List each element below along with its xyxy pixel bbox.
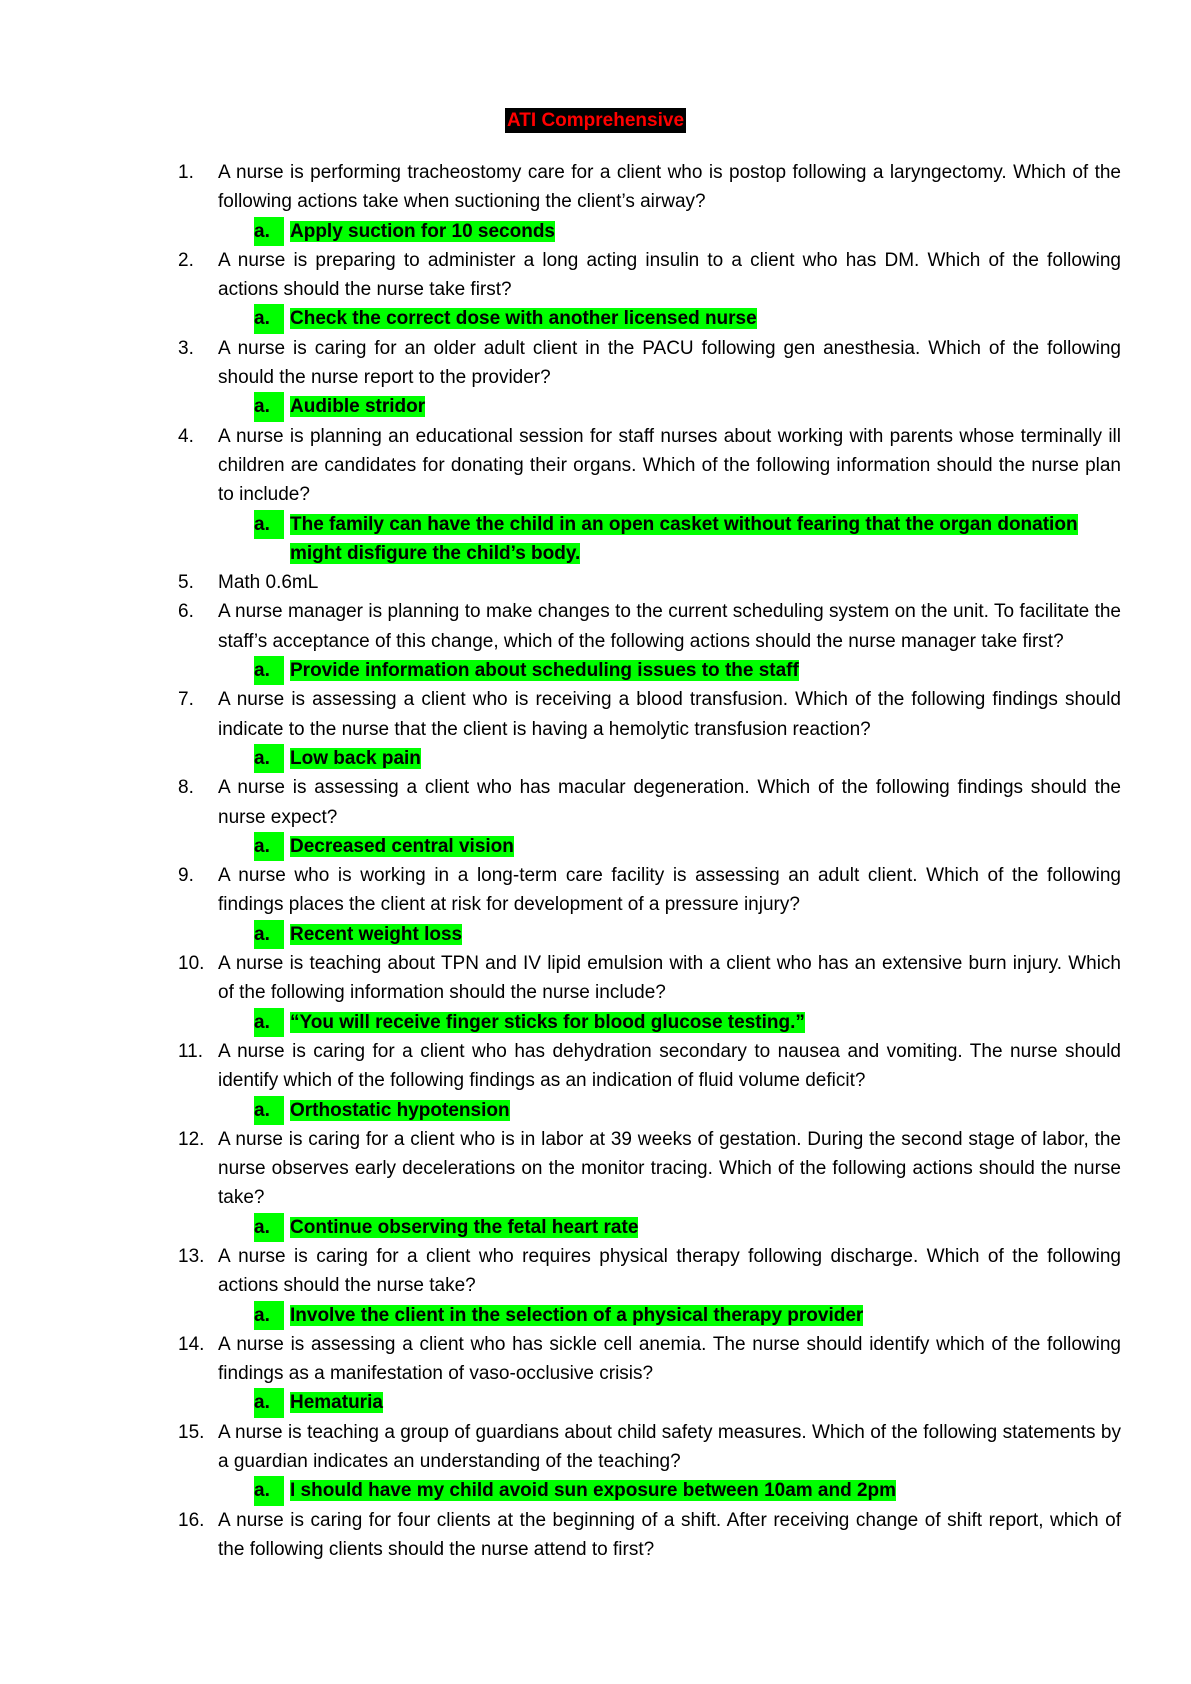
answer-item: a. I should have my child avoid sun expos… [0, 1476, 1191, 1506]
question-text: A nurse is teaching a group of guardians… [218, 1421, 1121, 1473]
answer-letter: a. [254, 656, 284, 686]
answer-letter: a. [254, 509, 284, 539]
answer-text: Decreased central vision [290, 835, 514, 857]
question-text: A nurse is assessing a client who has si… [218, 1333, 1121, 1385]
question-item: 10. A nurse is teaching about TPN and IV … [0, 949, 1191, 1008]
question-text: A nurse is caring for a client who is in… [218, 1128, 1121, 1209]
answer-letter: a. [254, 743, 284, 774]
question-item: 5. Math 0.6mL [0, 568, 1191, 597]
question-text: A nurse is caring for four clients at th… [218, 1509, 1121, 1560]
answer-item: a. Involve the client in the selection of… [0, 1300, 1191, 1330]
question-item: 8. A nurse is assessing a client who has … [0, 773, 1191, 832]
question-item: 4. A nurse is planning an educational ses… [0, 422, 1191, 510]
question-text: Math 0.6mL [218, 572, 319, 594]
answer-letter: a. [254, 1095, 284, 1125]
answer-item: a. Continue observing the fetal heart rat… [0, 1212, 1191, 1242]
answer-item: a. “You will receive finger sticks for bl… [0, 1007, 1191, 1037]
answer-letter: a. [254, 1388, 284, 1418]
question-number: 12. [178, 1128, 205, 1150]
question-number: 10. [178, 953, 205, 975]
answer-text: The family can have the child in an open… [290, 513, 1078, 564]
question-item: 16. A nurse is caring for four clients at… [0, 1506, 1191, 1565]
question-item: 15. A nurse is teaching a group of guardi… [0, 1418, 1191, 1477]
question-number: 7. [178, 689, 194, 711]
question-item: 14. A nurse is assessing a client who has… [0, 1330, 1191, 1389]
question-number: 1. [178, 162, 194, 183]
question-text: A nurse is caring for an older adult cli… [218, 337, 1121, 389]
answer-text: Low back pain [290, 747, 421, 769]
question-list: 1. A nurse is performing tracheostomy car… [0, 158, 1191, 1564]
question-item: 2. A nurse is preparing to administer a l… [0, 246, 1191, 305]
answer-letter: a. [254, 831, 284, 862]
question-item: 6. A nurse manager is planning to make ch… [0, 597, 1191, 656]
title-wrap: ATI Comprehensive [0, 108, 1191, 133]
question-number: 4. [178, 425, 194, 447]
question-number: 5. [178, 572, 194, 594]
answer-text: Provide information about scheduling iss… [290, 660, 799, 682]
question-text: A nurse is planning an educational sessi… [218, 425, 1121, 506]
question-text: A nurse is performing tracheostomy care … [218, 162, 1121, 213]
answer-item: a. Check the correct dose with another li… [0, 304, 1191, 334]
question-number: 15. [178, 1421, 205, 1443]
answer-text: Apply suction for 10 seconds [290, 220, 555, 242]
answer-item: a. Recent weight loss [0, 919, 1191, 950]
question-item: 3. A nurse is caring for an older adult c… [0, 334, 1191, 393]
question-item: 12. A nurse is caring for a client who is… [0, 1125, 1191, 1213]
document-title: ATI Comprehensive [504, 108, 687, 133]
question-number: 11. [178, 1040, 204, 1062]
answer-letter: a. [254, 304, 284, 334]
question-text: A nurse is caring for a client who requi… [218, 1245, 1121, 1297]
question-item: 11. A nurse is caring for a client who ha… [0, 1037, 1191, 1096]
question-text: A nurse is caring for a client who has d… [218, 1040, 1121, 1092]
answer-text: Orthostatic hypotension [290, 1099, 510, 1121]
question-item: 9. A nurse who is working in a long-term … [0, 861, 1191, 920]
question-text: A nurse is assessing a client who has ma… [218, 777, 1121, 828]
question-number: 14. [178, 1333, 205, 1355]
question-text: A nurse is preparing to administer a lon… [218, 249, 1121, 301]
answer-text: Check the correct dose with another lice… [290, 308, 757, 330]
question-number: 9. [178, 865, 194, 887]
answer-item: a. Decreased central vision [0, 831, 1191, 862]
answer-item: a. Audible stridor [0, 392, 1191, 422]
answer-item: a. Provide information about scheduling i… [0, 656, 1191, 686]
answer-text: Involve the client in the selection of a… [290, 1304, 864, 1326]
answer-text: I should have my child avoid sun exposur… [290, 1480, 897, 1502]
answer-letter: a. [254, 392, 284, 422]
answer-item: a. Apply suction for 10 seconds [0, 216, 1191, 246]
question-number: 16. [178, 1509, 205, 1531]
question-text: A nurse who is working in a long-term ca… [218, 865, 1121, 916]
question-text: A nurse is assessing a client who is rec… [218, 689, 1121, 740]
answer-item: a. Orthostatic hypotension [0, 1095, 1191, 1125]
question-text: A nurse is teaching about TPN and IV lip… [218, 953, 1121, 1004]
answer-item: a. Low back pain [0, 743, 1191, 774]
question-number: 6. [178, 601, 194, 623]
answer-item: a.The family can have the child in an op… [0, 509, 1191, 569]
question-item: 7. A nurse is assessing a client who is r… [0, 685, 1191, 744]
answer-text: Audible stridor [290, 396, 426, 418]
answer-text: Continue observing the fetal heart rate [290, 1216, 639, 1238]
question-number: 8. [178, 777, 194, 799]
answer-text: “You will receive finger sticks for bloo… [290, 1011, 805, 1033]
answer-letter: a. [254, 216, 284, 246]
question-number: 2. [178, 249, 194, 271]
answer-letter: a. [254, 919, 284, 950]
answer-text: Hematuria [290, 1392, 383, 1414]
question-item: 1. A nurse is performing tracheostomy car… [0, 158, 1191, 217]
answer-letter: a. [254, 1476, 284, 1506]
answer-letter: a. [254, 1007, 284, 1037]
question-item: 13. A nurse is caring for a client who re… [0, 1242, 1191, 1301]
question-number: 3. [178, 337, 194, 359]
answer-item: a. Hematuria [0, 1388, 1191, 1418]
question-text: A nurse manager is planning to make chan… [218, 601, 1121, 652]
answer-letter: a. [254, 1212, 284, 1242]
answer-text: Recent weight loss [290, 923, 463, 945]
answer-letter: a. [254, 1300, 284, 1330]
question-number: 13. [178, 1245, 205, 1267]
